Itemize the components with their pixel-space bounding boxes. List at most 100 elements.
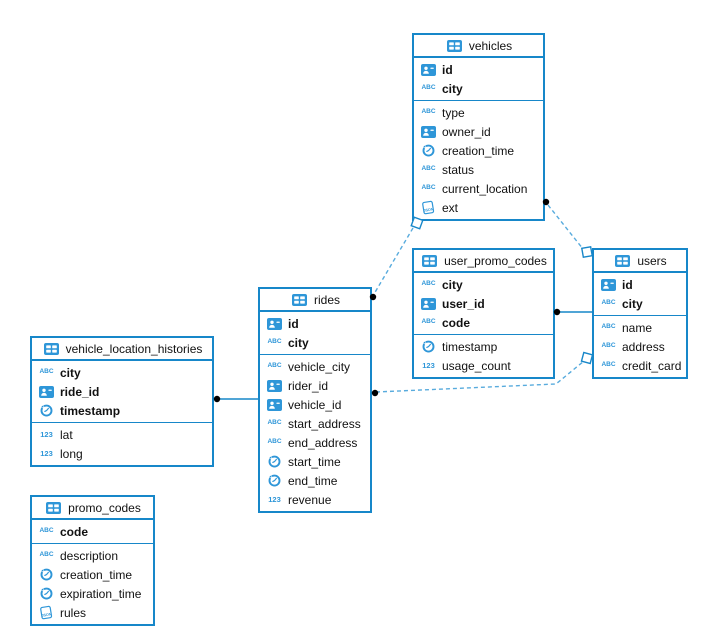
table-icon <box>42 342 61 355</box>
column-label: current_location <box>442 181 528 196</box>
column-end_time: end_time <box>260 471 370 490</box>
abc-text-glyph: ABC <box>421 280 436 288</box>
table-title: user_promo_codes <box>444 253 547 268</box>
table-icon <box>420 254 439 267</box>
numeric-123-glyph: 123 <box>268 494 281 504</box>
abc-text-icon: ABC <box>419 281 438 288</box>
abc-text-icon: ABC <box>599 362 618 369</box>
column-label: owner_id <box>442 124 491 139</box>
columns-section: 123 lat 123 long <box>32 422 212 465</box>
table-header[interactable]: rides <box>260 289 370 312</box>
column-label: id <box>442 62 453 77</box>
numeric-123-glyph: 123 <box>40 448 53 458</box>
column-label: user_id <box>442 296 485 311</box>
person-id-icon <box>37 385 56 398</box>
table-icon <box>613 254 632 267</box>
table-title: promo_codes <box>68 500 141 515</box>
column-city: ABC city <box>260 333 370 352</box>
clock-icon <box>37 568 56 581</box>
abc-text-icon: ABC <box>419 185 438 192</box>
column-label: rider_id <box>288 378 329 393</box>
column-label: timestamp <box>60 403 121 418</box>
numeric-123-icon: 123 <box>419 362 438 370</box>
person-id-icon <box>265 317 284 330</box>
abc-text-glyph: ABC <box>39 551 54 559</box>
column-label: city <box>442 277 463 292</box>
column-label: lat <box>60 427 73 442</box>
column-label: expiration_time <box>60 586 142 601</box>
person-id-icon <box>265 379 284 392</box>
svg-text:JSON: JSON <box>423 207 434 213</box>
column-label: city <box>288 335 309 350</box>
column-timestamp: timestamp <box>414 337 553 356</box>
numeric-123-glyph: 123 <box>422 360 435 370</box>
table-title: users <box>637 253 667 268</box>
table-title: rides <box>313 292 340 307</box>
clock-icon <box>37 404 56 417</box>
column-label: ext <box>442 200 459 215</box>
numeric-123-icon: 123 <box>37 431 56 439</box>
abc-text-icon: ABC <box>265 363 284 370</box>
json-document-icon: JSON <box>419 200 438 215</box>
column-id: id <box>594 275 686 294</box>
column-expiration_time: expiration_time <box>32 584 153 603</box>
abc-text-glyph: ABC <box>267 362 282 370</box>
abc-text-glyph: ABC <box>421 318 436 326</box>
column-label: code <box>442 315 471 330</box>
column-creation_time: creation_time <box>32 565 153 584</box>
abc-text-icon: ABC <box>419 109 438 116</box>
table-header[interactable]: vehicles <box>414 35 543 58</box>
column-label: id <box>288 316 299 331</box>
abc-text-icon: ABC <box>599 343 618 350</box>
table-header[interactable]: user_promo_codes <box>414 250 553 273</box>
table-header[interactable]: users <box>594 250 686 273</box>
abc-text-glyph: ABC <box>601 299 616 307</box>
column-city: ABC city <box>414 275 553 294</box>
table-title: vehicle_location_histories <box>65 341 203 356</box>
table-icon <box>44 501 63 514</box>
clock-icon <box>265 474 284 487</box>
column-start_time: start_time <box>260 452 370 471</box>
column-label: code <box>60 524 89 539</box>
column-current_location: ABC current_location <box>414 179 543 198</box>
column-label: credit_card <box>622 358 682 373</box>
column-label: long <box>60 446 83 461</box>
numeric-123-glyph: 123 <box>40 429 53 439</box>
column-vehicle_id: vehicle_id <box>260 395 370 414</box>
column-label: status <box>442 162 475 177</box>
abc-text-icon: ABC <box>37 552 56 559</box>
person-id-icon <box>419 125 438 138</box>
column-label: end_address <box>288 435 358 450</box>
abc-text-glyph: ABC <box>601 342 616 350</box>
abc-text-icon: ABC <box>419 319 438 326</box>
table-header[interactable]: vehicle_location_histories <box>32 338 212 361</box>
column-end_address: ABC end_address <box>260 433 370 452</box>
abc-text-icon: ABC <box>265 420 284 427</box>
abc-text-icon: ABC <box>265 339 284 346</box>
abc-text-glyph: ABC <box>421 108 436 116</box>
table-header[interactable]: promo_codes <box>32 497 153 520</box>
svg-text:JSON: JSON <box>41 612 52 618</box>
column-owner_id: owner_id <box>414 122 543 141</box>
abc-text-icon: ABC <box>265 439 284 446</box>
